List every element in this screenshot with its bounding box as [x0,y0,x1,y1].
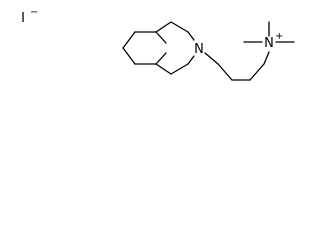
bond-chain-1 [204,52,219,65]
bicyclic-ring-bonds [122,21,195,75]
iodide-symbol: I [21,11,25,26]
bond-chain-4 [249,63,265,81]
bond-bridge-upper [155,31,167,44]
bond-bridge-lower [155,52,167,65]
bond-ring-b [122,31,136,49]
quaternary-nitrogen-charge: + [275,31,283,42]
bond-chain-2 [217,63,233,81]
bond-ring-c [122,47,136,65]
iodide-charge: − [30,7,38,18]
bond-pip-upper-a [155,21,172,33]
quaternary-nitrogen-symbol: N [264,36,274,51]
butyl-chain-bonds [204,51,270,81]
methyl-bonds [243,21,295,43]
bond-pip-upper-b [170,21,189,33]
bond-to-ring-n-upper [187,31,195,41]
bond-pip-lower-b [170,63,189,75]
structure-diagram: I − N N + [21,7,295,81]
quaternary-ammonium: N + [264,31,283,51]
bond-pip-lower-a [155,63,172,75]
bond-chain-5 [263,51,270,65]
ring-nitrogen-symbol: N [194,42,204,57]
iodide-ion: I − [21,7,38,26]
bond-to-ring-n-lower [187,55,195,65]
